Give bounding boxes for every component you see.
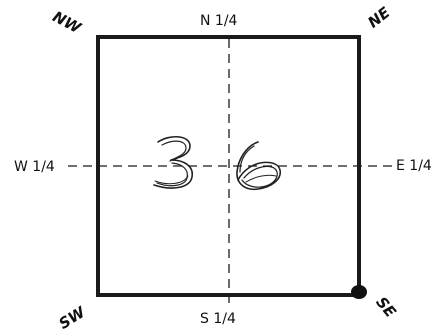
southwest-corner-label: SW (56, 302, 90, 329)
corner-marker-dot (351, 285, 367, 299)
section-number-digit-6 (236, 141, 282, 191)
southeast-corner-label: SE (372, 293, 400, 321)
east-quarter-label: E 1/4 (396, 158, 432, 174)
northeast-corner-label: NE (364, 3, 394, 32)
west-quarter-label: W 1/4 (14, 159, 55, 175)
section-number-digit-3 (153, 136, 194, 189)
north-quarter-label: N 1/4 (200, 13, 238, 29)
south-quarter-label: S 1/4 (200, 311, 236, 327)
northwest-corner-label: NW (50, 8, 85, 38)
